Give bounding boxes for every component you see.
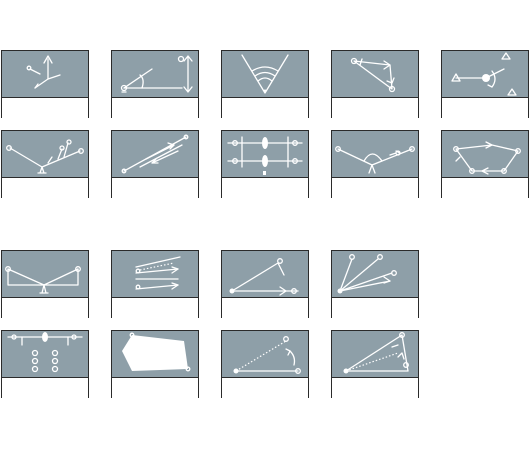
triangle-dimension-icon [222,251,308,297]
tool-caption [2,297,88,318]
tool-caption [112,97,198,118]
tool-caption [112,177,198,198]
vertical-distance-angle-icon [112,51,198,97]
tool-caption [332,377,418,398]
tool-caption [222,177,308,198]
tool-tile-dotted-arc[interactable] [221,330,309,398]
multi-joint-chain-icon [2,131,88,177]
tool-tile-fan-rays[interactable] [331,250,419,318]
tool-tile-triangle-arrows[interactable] [331,50,419,118]
tool-caption [442,177,528,198]
tool-tile-stacked-arrows[interactable] [111,250,199,318]
tool-caption [222,97,308,118]
closed-loop-icon [442,131,528,177]
tool-caption [2,97,88,118]
dotted-triangle-icon [332,331,418,377]
axis-angle-icon [2,51,88,97]
tool-caption [332,97,418,118]
stacked-arrows-icon [112,251,198,297]
tool-tile-cone-arc[interactable] [221,50,309,118]
tool-tile-axis-angle[interactable] [1,50,89,118]
fan-rays-icon [332,251,418,297]
tool-tile-closed-loop[interactable] [441,130,529,198]
tool-caption [332,177,418,198]
tool-tile-double-link[interactable] [1,250,89,318]
vertical-chain-icon [2,331,88,377]
tool-tile-rotation-triangles[interactable] [441,50,529,118]
tool-tile-symmetric-beam[interactable] [221,130,309,198]
tool-tile-multi-joint-chain[interactable] [1,130,89,198]
symmetric-beam-icon [222,131,308,177]
tool-tile-vertical-distance-angle[interactable] [111,50,199,118]
tool-caption [2,377,88,398]
tool-tile-parallel-arrows[interactable] [111,130,199,198]
tool-caption [112,297,198,318]
tool-caption [442,97,528,118]
triangle-arrows-icon [332,51,418,97]
cone-arc-icon [222,51,308,97]
parallel-arrows-icon [112,131,198,177]
tool-tile-triangle-dimension[interactable] [221,250,309,318]
joint-angle-icon [332,131,418,177]
tool-tile-dotted-triangle[interactable] [331,330,419,398]
tool-tile-polygon-fill[interactable] [111,330,199,398]
tool-caption [2,177,88,198]
tool-caption [112,377,198,398]
rotation-triangles-icon [442,51,528,97]
tool-caption [332,297,418,318]
double-link-icon [2,251,88,297]
polygon-fill-icon [112,331,198,377]
dotted-arc-icon [222,331,308,377]
tool-caption [222,297,308,318]
tool-tile-vertical-chain[interactable] [1,330,89,398]
tool-caption [222,377,308,398]
tool-tile-joint-angle[interactable] [331,130,419,198]
